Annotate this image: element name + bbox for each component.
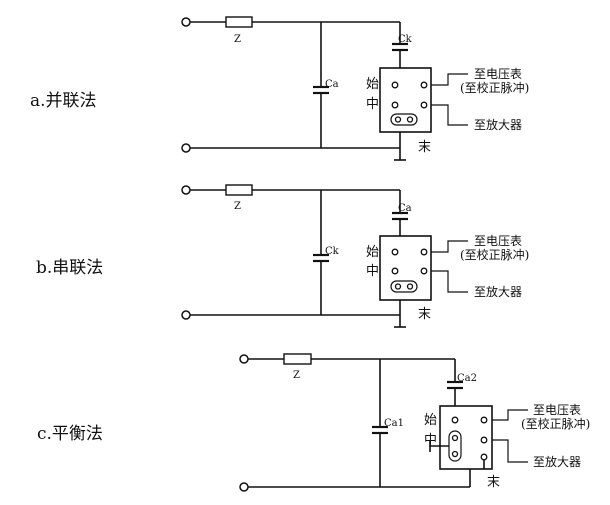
to-calibration-label: (至校正脉冲) — [460, 247, 529, 262]
switch-box — [379, 235, 432, 301]
switch-contact-voltmeter — [480, 416, 488, 424]
switch-contact-start — [391, 81, 399, 89]
input-terminal-top — [181, 185, 191, 195]
leader-voltmeter — [431, 73, 468, 86]
to-amplifier-label: 至放大器 — [533, 454, 581, 469]
switch-contact-end — [480, 453, 488, 461]
leader-amplifier — [431, 104, 468, 126]
to-calibration-label: (至校正脉冲) — [460, 80, 529, 95]
switch-contact-amplifier — [420, 101, 428, 109]
switch-box — [439, 405, 493, 470]
shunt-cap-label: Ca1 — [384, 418, 404, 429]
circuit-a: Z Ca Ck 始 中 末 至电压表 (至校正脉冲) — [181, 16, 529, 161]
switch-contact-start — [391, 248, 399, 256]
switch-contact-mid — [391, 101, 399, 109]
switch-mid-label: 中 — [366, 97, 379, 112]
impedance-label: Z — [293, 370, 300, 381]
input-terminal-top — [181, 17, 191, 27]
series-cap-label: Ca — [398, 203, 412, 214]
impedance-label: Z — [234, 34, 241, 45]
circuit-b: Z Ck Ca 始 中 末 至电压表 (至校正脉冲) 至放大器 — [181, 184, 529, 328]
input-terminal-bottom — [181, 310, 191, 320]
to-calibration-label: (至校正脉冲) — [521, 416, 590, 431]
to-amplifier-label: 至放大器 — [474, 284, 522, 299]
input-terminal-top — [239, 354, 249, 364]
leader-amplifier — [431, 270, 468, 293]
switch-end-label: 末 — [418, 140, 431, 155]
shunt-cap-label: Ck — [325, 246, 340, 257]
input-terminal-bottom — [239, 482, 249, 492]
switch-end-label: 末 — [418, 307, 431, 322]
to-amplifier-label: 至放大器 — [474, 117, 522, 132]
switch-start-label: 始 — [366, 245, 379, 260]
to-voltmeter-label: 至电压表 — [474, 67, 522, 81]
switch-contact-voltmeter — [420, 81, 428, 89]
switch-contact-start — [451, 416, 459, 424]
switch-link — [390, 113, 418, 126]
to-voltmeter-label: 至电压表 — [474, 234, 522, 248]
impedance-z — [225, 184, 253, 196]
switch-contact-amplifier — [420, 267, 428, 275]
impedance-z — [225, 16, 253, 28]
impedance-label: Z — [234, 201, 241, 212]
switch-start-label: 始 — [424, 413, 437, 428]
switch-link — [390, 280, 418, 293]
circuit-c: Z Ca1 Ca2 始 中 末 至电压表 (至校正脉冲) 至放大器 — [239, 353, 590, 492]
switch-mid-label: 中 — [424, 433, 437, 448]
leader-amplifier — [492, 439, 528, 463]
switch-start-label: 始 — [366, 77, 379, 92]
caption-parallel-method: a.并联法 — [30, 91, 97, 111]
switch-contact-voltmeter — [420, 248, 428, 256]
shunt-cap-label: Ca — [325, 79, 339, 90]
series-cap-label: Ck — [398, 34, 413, 45]
switch-mid-label: 中 — [366, 264, 379, 279]
leader-voltmeter — [492, 409, 528, 421]
caption-balance-method: c.平衡法 — [37, 424, 103, 444]
to-voltmeter-label: 至电压表 — [533, 403, 581, 417]
switch-end-label: 末 — [487, 475, 500, 490]
switch-contact-mid — [391, 267, 399, 275]
switch-box — [379, 67, 432, 133]
impedance-z — [283, 353, 312, 365]
series-cap-label: Ca2 — [457, 373, 477, 384]
switch-contact-amplifier — [480, 436, 488, 444]
caption-series-method: b.串联法 — [36, 258, 104, 278]
leader-voltmeter — [431, 240, 468, 253]
input-terminal-bottom — [181, 143, 191, 153]
